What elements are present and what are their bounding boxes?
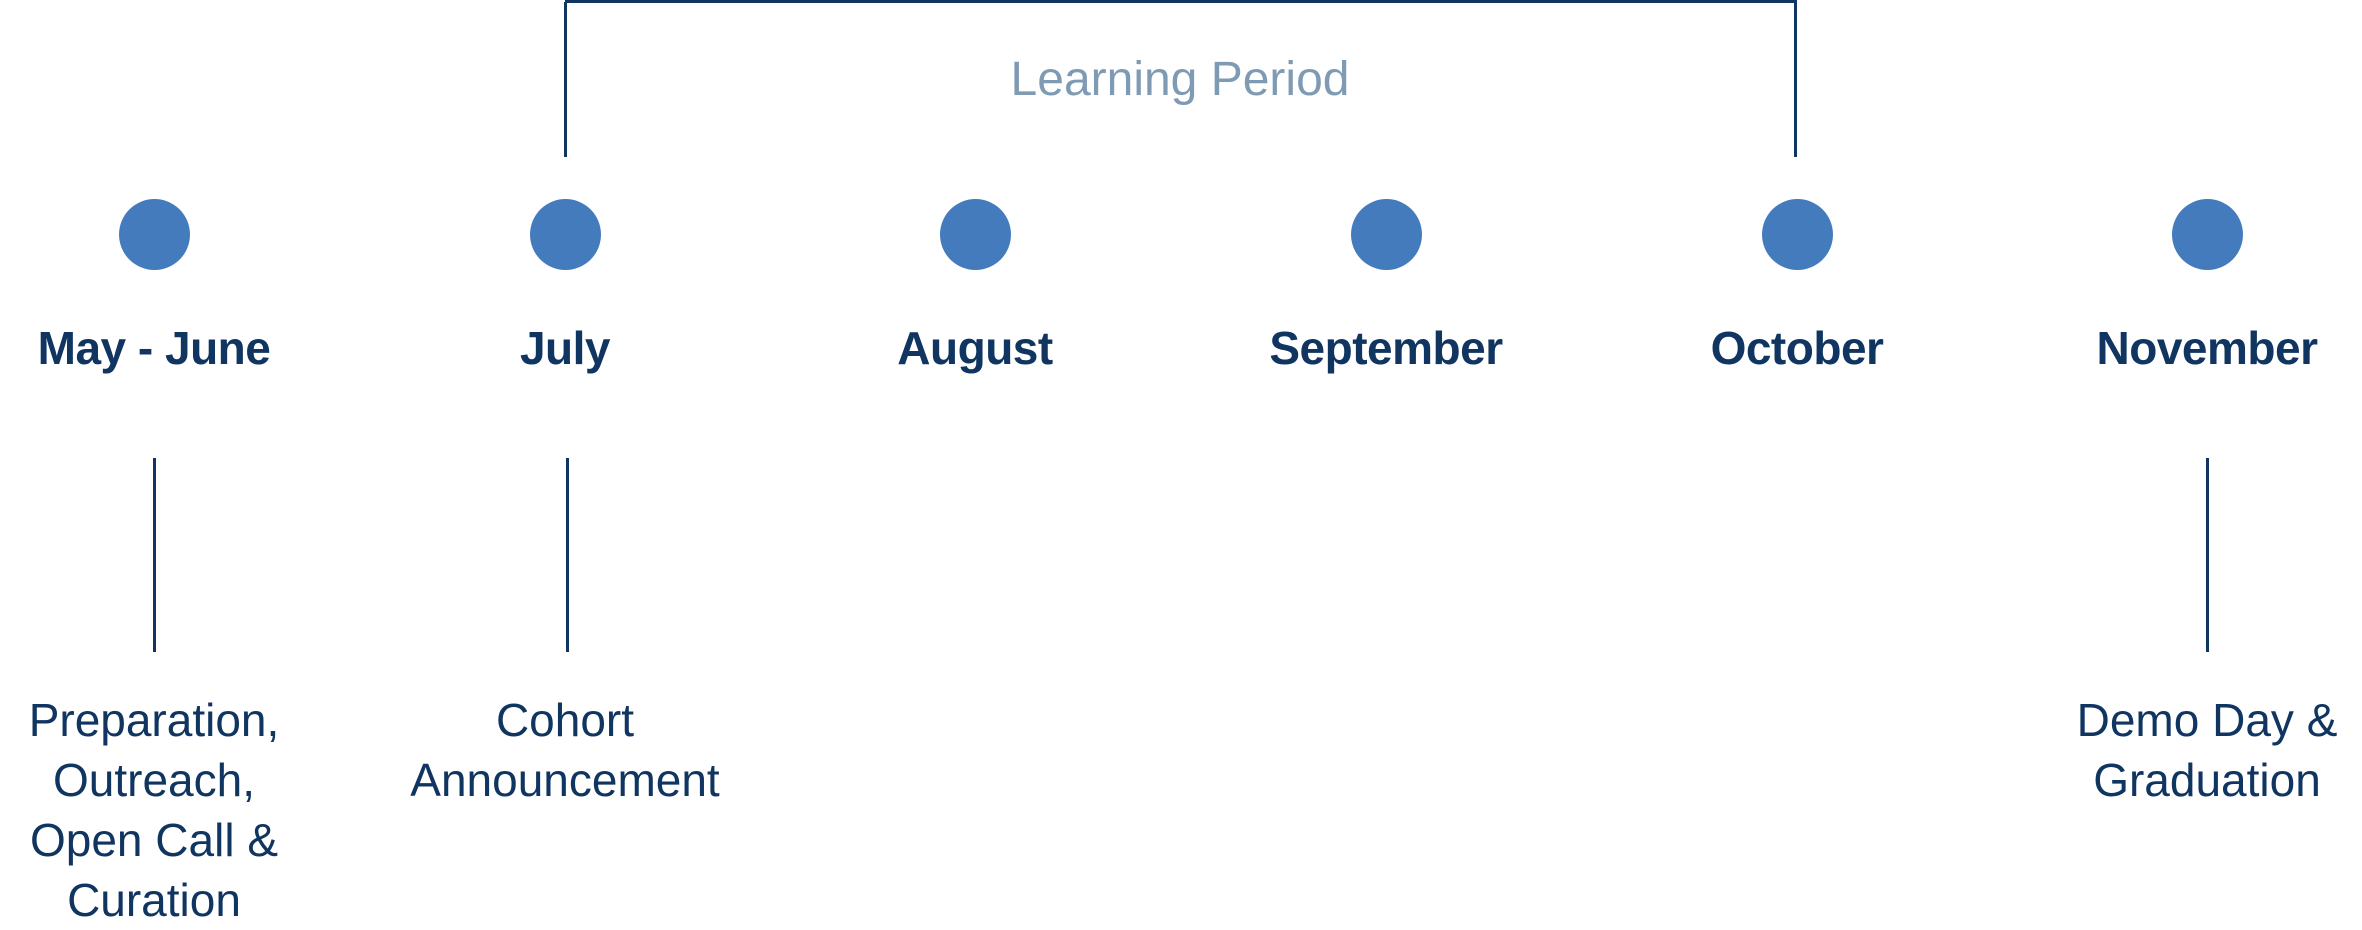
- learning-period-bracket-left: [564, 2, 567, 157]
- month-label-july: July: [519, 322, 611, 374]
- event-line: Demo Day &: [2076, 694, 2338, 746]
- event-line: Graduation: [2093, 754, 2321, 806]
- event-connector-november: [2206, 458, 2209, 652]
- learning-period-bracket-right: [1794, 0, 1797, 157]
- month-label-august: August: [897, 322, 1053, 374]
- event-line: Preparation,: [28, 694, 280, 746]
- timeline-dot-may-june: [119, 199, 190, 270]
- month-label-november: November: [2096, 322, 2318, 374]
- event-line: Open Call &: [29, 814, 278, 866]
- month-label-september: September: [1269, 322, 1503, 374]
- month-label-october: October: [1710, 322, 1884, 374]
- event-description-july: Cohort Announcement: [355, 690, 775, 810]
- event-description-may-june: Preparation, Outreach, Open Call & Curat…: [0, 690, 364, 930]
- event-connector-july: [566, 458, 569, 652]
- timeline-dot-november: [2172, 199, 2243, 270]
- event-description-november: Demo Day & Graduation: [1997, 690, 2362, 810]
- learning-period-label: Learning Period: [1010, 53, 1350, 106]
- timeline-dot-september: [1351, 199, 1422, 270]
- timeline-dot-october: [1762, 199, 1833, 270]
- event-line: Announcement: [410, 754, 720, 806]
- event-line: Outreach,: [53, 754, 255, 806]
- learning-period-bracket-top: [565, 0, 1797, 3]
- event-line: Cohort: [495, 694, 635, 746]
- event-connector-may-june: [153, 458, 156, 652]
- timeline-dot-august: [940, 199, 1011, 270]
- month-label-may-june: May - June: [37, 322, 271, 374]
- event-line: Curation: [67, 874, 241, 926]
- timeline-dot-july: [530, 199, 601, 270]
